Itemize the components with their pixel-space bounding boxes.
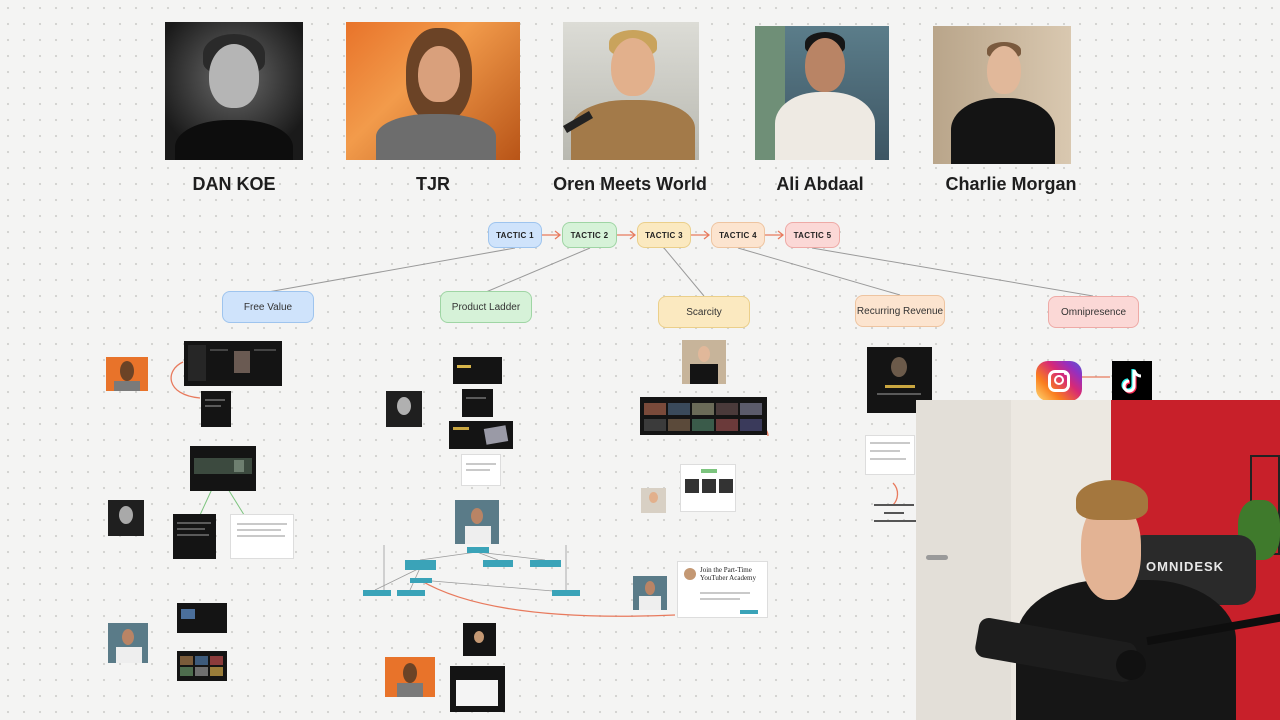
avatar-thumbnail <box>108 623 148 663</box>
dashboard-screenshot <box>184 341 282 386</box>
instagram-icon <box>1036 361 1082 401</box>
tiktok-icon <box>1112 361 1152 401</box>
avatar-thumbnail <box>641 488 666 513</box>
video-grid-screenshot <box>640 397 767 435</box>
strategy-free-value[interactable]: Free Value <box>222 291 314 323</box>
newsletter-screenshot <box>173 514 216 559</box>
chair-brand: OMNIDESK <box>1146 559 1225 574</box>
flow-node <box>363 590 391 596</box>
tactic-pill-2[interactable]: TACTIC 2 <box>562 222 617 248</box>
avatar-thumbnail <box>385 657 435 697</box>
flow-node <box>530 560 561 567</box>
tactic-pill-5[interactable]: TACTIC 5 <box>785 222 840 248</box>
tactic-pill-3[interactable]: TACTIC 3 <box>637 222 691 248</box>
youtube-screenshot <box>463 623 496 656</box>
academy-card-title: Join the Part-Time YouTuber Academy <box>700 566 757 582</box>
flow-node <box>552 590 580 596</box>
strategy-recurring-revenue[interactable]: Recurring Revenue <box>855 295 945 327</box>
tier-list <box>874 502 916 524</box>
creator-photo-tjr <box>346 22 520 160</box>
strategy-scarcity[interactable]: Scarcity <box>658 296 750 328</box>
flow-node <box>410 578 432 583</box>
avatar-thumbnail <box>386 391 422 427</box>
video-screenshot <box>177 603 227 633</box>
course-screenshot <box>462 389 493 417</box>
flow-node <box>405 560 436 570</box>
website-screenshot <box>190 446 256 491</box>
tactic-pill-1[interactable]: TACTIC 1 <box>488 222 542 248</box>
creator-photo-ali-abdaal <box>755 26 889 160</box>
avatar-thumbnail <box>108 500 144 536</box>
pricing-table-screenshot <box>865 435 915 475</box>
webcam-overlay: OMNIDESK <box>916 400 1280 720</box>
offer-screenshot <box>449 421 513 449</box>
chart-screenshot <box>450 666 505 712</box>
creator-name: TJR <box>415 174 450 194</box>
creator-name: DAN KOE <box>192 174 276 194</box>
product-page-screenshot <box>680 464 736 512</box>
creator-name: Ali Abdaal <box>776 174 864 194</box>
creator-name: Oren Meets World <box>553 174 707 194</box>
article-screenshot <box>230 514 294 559</box>
avatar-thumbnail <box>106 357 148 391</box>
creator-photo-oren-meets-world <box>563 22 699 160</box>
flow-node <box>483 560 513 567</box>
avatar-thumbnail <box>682 340 726 384</box>
tactic-pill-4[interactable]: TACTIC 4 <box>711 222 765 248</box>
product-card-screenshot <box>201 391 231 427</box>
creator-photo-dan-koe <box>165 22 303 160</box>
flow-node <box>467 547 489 553</box>
video-grid-screenshot <box>177 651 227 681</box>
flow-node <box>397 590 425 596</box>
avatar-thumbnail <box>633 576 667 610</box>
gaming-chair: OMNIDESK <box>1126 535 1256 605</box>
pricing-screenshot <box>461 454 501 486</box>
strategy-omnipresence[interactable]: Omnipresence <box>1048 296 1139 328</box>
academy-card: Join the Part-Time YouTuber Academy <box>677 561 768 618</box>
creator-photo-charlie-morgan <box>933 26 1071 164</box>
avatar-thumbnail <box>455 500 499 544</box>
creator-name: Charlie Morgan <box>945 174 1077 194</box>
strategy-product-ladder[interactable]: Product Ladder <box>440 291 532 323</box>
sales-page-screenshot <box>453 357 502 384</box>
